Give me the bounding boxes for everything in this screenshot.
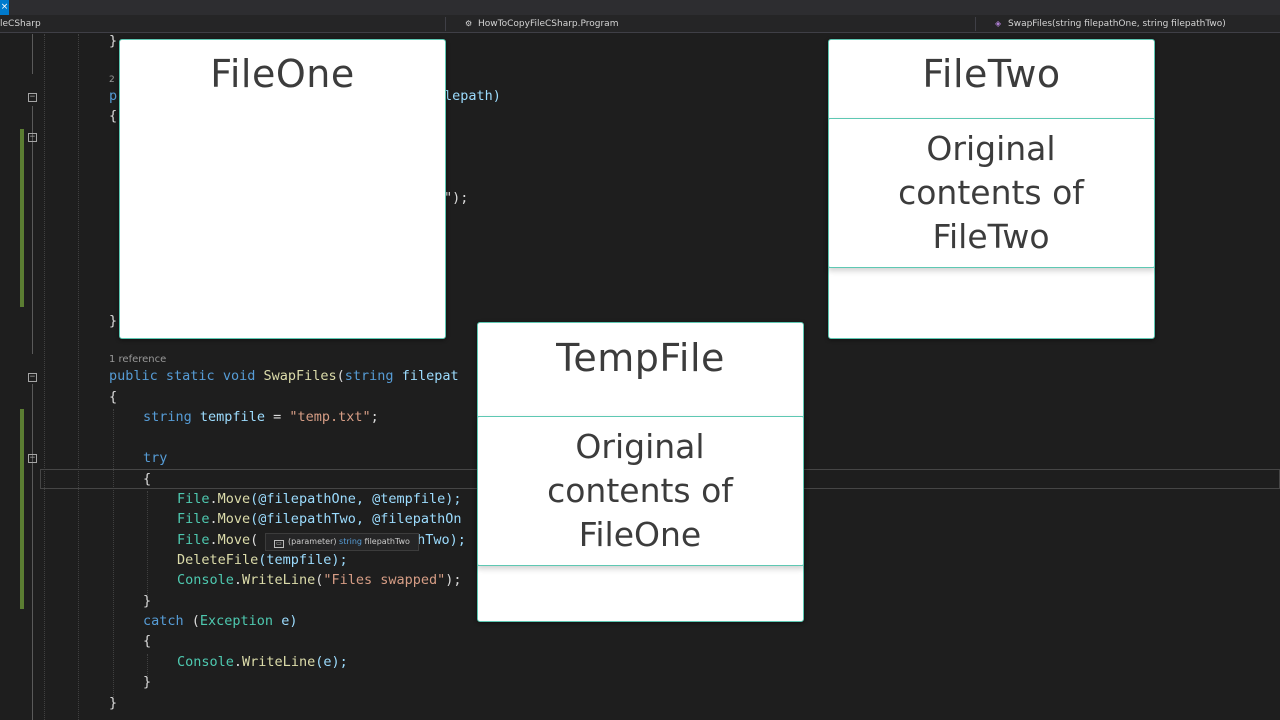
- code-line: Console.WriteLine("Files swapped");: [177, 572, 462, 588]
- close-icon[interactable]: ×: [0, 0, 9, 15]
- content-line: Original: [575, 427, 705, 466]
- nav-divider: [445, 17, 446, 31]
- file-two-title: FileTwo: [922, 52, 1061, 96]
- indent-guide: [44, 34, 45, 720]
- tooltip-param-name: filepathTwo: [364, 537, 410, 546]
- collapse-icon[interactable]: −: [28, 132, 37, 142]
- change-indicator: [20, 409, 24, 609]
- nav-divider: [975, 17, 976, 31]
- collapse-icon[interactable]: −: [28, 453, 37, 463]
- temp-file-content-block: Original contents of FileOne: [476, 416, 804, 566]
- file-one-title: FileOne: [210, 52, 355, 96]
- collapse-icon[interactable]: −: [28, 372, 37, 382]
- class-dropdown[interactable]: ⚙ HowToCopyFileCSharp.Program: [465, 18, 618, 30]
- code-line-fragment: ");: [444, 190, 469, 206]
- content-line: FileOne: [578, 515, 702, 554]
- code-line: }: [109, 313, 118, 329]
- file-two-content-text: Original contents of FileTwo: [876, 127, 1106, 259]
- code-line: {: [143, 471, 152, 487]
- parameter-icon: ▭: [274, 540, 284, 548]
- content-line: contents of: [547, 471, 733, 510]
- file-one-card: FileOne: [119, 39, 446, 339]
- code-line-fragment: thTwo);: [409, 532, 466, 548]
- collapse-icon[interactable]: −: [28, 92, 37, 102]
- code-line: }: [143, 593, 152, 609]
- method-signature: public static void SwapFiles(string file…: [109, 368, 459, 384]
- codelens-references[interactable]: 2: [109, 75, 115, 85]
- content-line: contents of: [898, 173, 1084, 212]
- code-line: File.Move(: [177, 532, 259, 548]
- parameter-quickinfo-tooltip: ▭ (parameter) string filepathTwo: [265, 533, 419, 551]
- indent-guide: [113, 409, 114, 699]
- code-line: DeleteFile(tempfile);: [177, 552, 348, 568]
- code-line-fragment: lepath): [444, 88, 501, 104]
- tooltip-kind: (parameter): [288, 537, 337, 546]
- window-titlebar: ×: [0, 0, 1280, 15]
- class-name: HowToCopyFileCSharp.Program: [478, 19, 619, 29]
- method-dropdown[interactable]: ◈ SwapFiles(string filepathOne, string fi…: [995, 18, 1226, 30]
- code-line: {: [109, 389, 118, 405]
- code-line: File.Move(@filepathTwo, @filepathOn: [177, 511, 462, 527]
- temp-file-title: TempFile: [556, 336, 725, 380]
- code-line: try: [143, 450, 168, 466]
- code-line: File.Move(@filepathOne, @tempfile);: [177, 491, 462, 507]
- content-line: FileTwo: [932, 217, 1050, 256]
- file-two-card: FileTwo Original contents of FileTwo: [827, 39, 1155, 339]
- indent-guide: [147, 491, 148, 595]
- indent-guide: [147, 654, 148, 678]
- code-line: }: [109, 695, 118, 711]
- code-line: string tempfile = "temp.txt";: [143, 409, 379, 425]
- method-name: SwapFiles(string filepathOne, string fil…: [1008, 19, 1226, 29]
- code-line: p: [109, 88, 118, 104]
- fold-line: [32, 34, 33, 74]
- code-line: }: [109, 33, 118, 49]
- code-line: catch (Exception e): [143, 613, 298, 629]
- fold-line: [32, 384, 33, 720]
- change-indicator: [20, 129, 24, 307]
- project-name: leCSharp: [0, 19, 41, 29]
- navigation-bar: leCSharp ⚙ HowToCopyFileCSharp.Program ◈ S…: [0, 15, 1280, 33]
- content-line: Original: [926, 129, 1056, 168]
- temp-file-content-text: Original contents of FileOne: [525, 425, 755, 557]
- code-line: Console.WriteLine(e);: [177, 654, 348, 670]
- codelens-references[interactable]: 1 reference: [109, 354, 167, 365]
- code-line: {: [109, 108, 118, 124]
- fold-line: [32, 106, 33, 354]
- file-two-content-block: Original contents of FileTwo: [827, 118, 1155, 268]
- tooltip-type: string: [339, 537, 362, 546]
- class-icon: ⚙: [465, 19, 473, 28]
- indent-guide: [78, 34, 79, 720]
- method-icon: ◈: [995, 19, 1002, 28]
- project-dropdown[interactable]: leCSharp: [0, 18, 41, 30]
- code-line: }: [143, 674, 152, 690]
- temp-file-card: TempFile Original contents of FileOne: [476, 322, 804, 622]
- code-text[interactable]: } 2 p lepath) { "); } 1 reference public…: [0, 33, 1280, 720]
- code-line: {: [143, 633, 152, 649]
